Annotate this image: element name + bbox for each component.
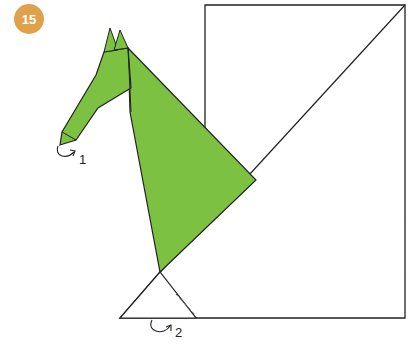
paper-sheet [120, 5, 405, 318]
arrow-head [166, 325, 171, 331]
arrow-head [70, 150, 75, 156]
valley-fold-line [176, 294, 196, 316]
bottom-flap [120, 272, 196, 318]
head-edge [128, 48, 131, 112]
horse-ear [114, 30, 128, 50]
fold-arrow [57, 146, 74, 156]
callout-number: 1 [79, 152, 86, 167]
step-badge: 15 [14, 4, 44, 34]
muzzle-edge [62, 132, 76, 140]
step-number: 15 [22, 12, 36, 27]
horse-head [60, 48, 131, 145]
horse-neck [128, 48, 256, 272]
callout-number: 2 [175, 325, 182, 340]
fold-arrow [151, 320, 170, 332]
